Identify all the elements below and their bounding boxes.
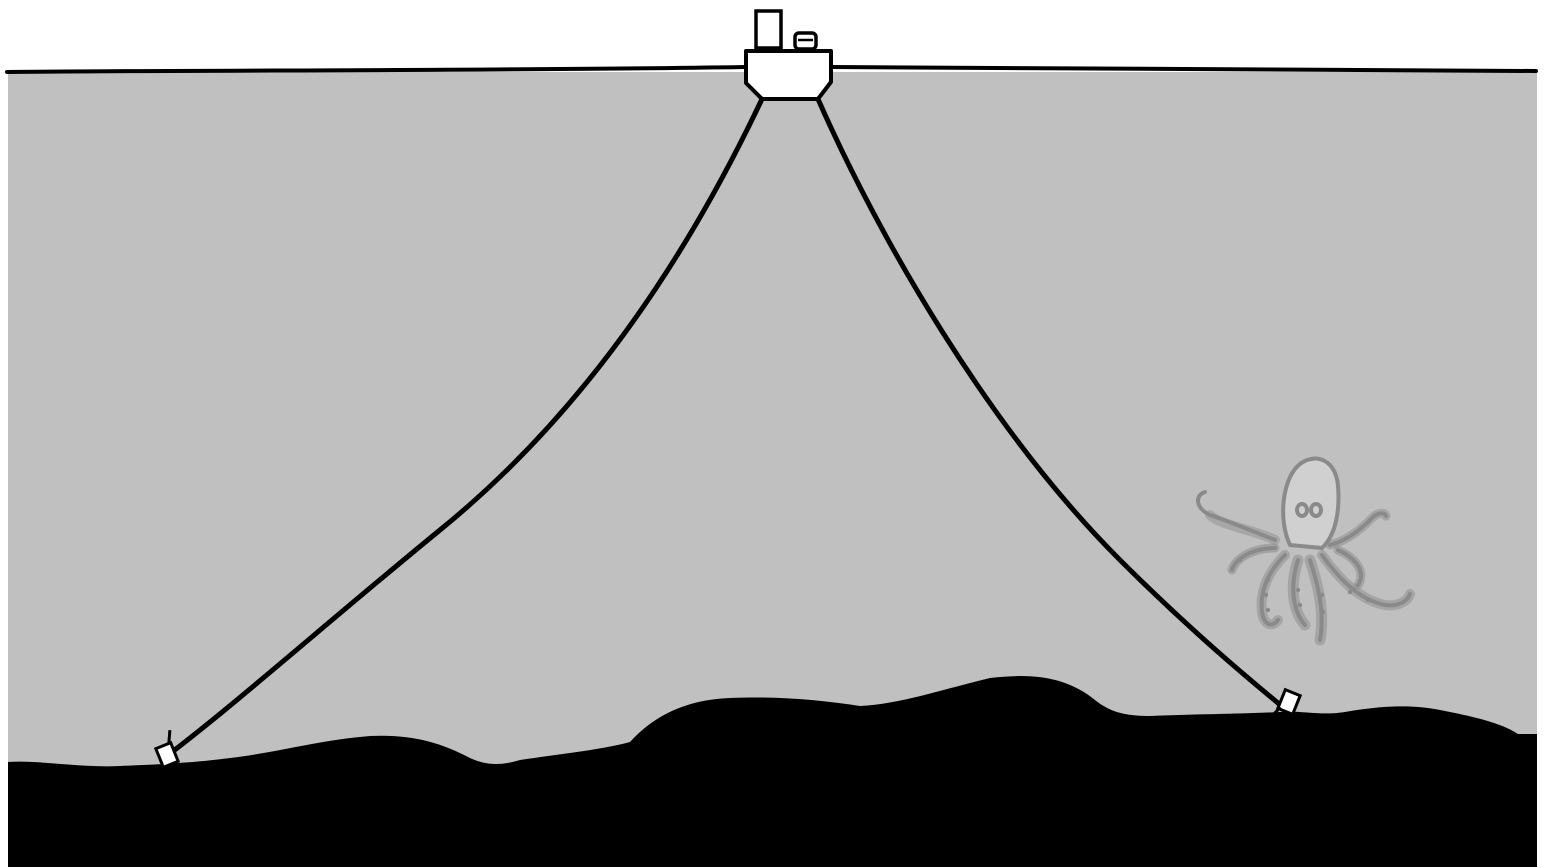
ship-mast bbox=[756, 11, 781, 48]
ship-icon bbox=[746, 11, 831, 99]
ship-hull bbox=[746, 51, 831, 99]
